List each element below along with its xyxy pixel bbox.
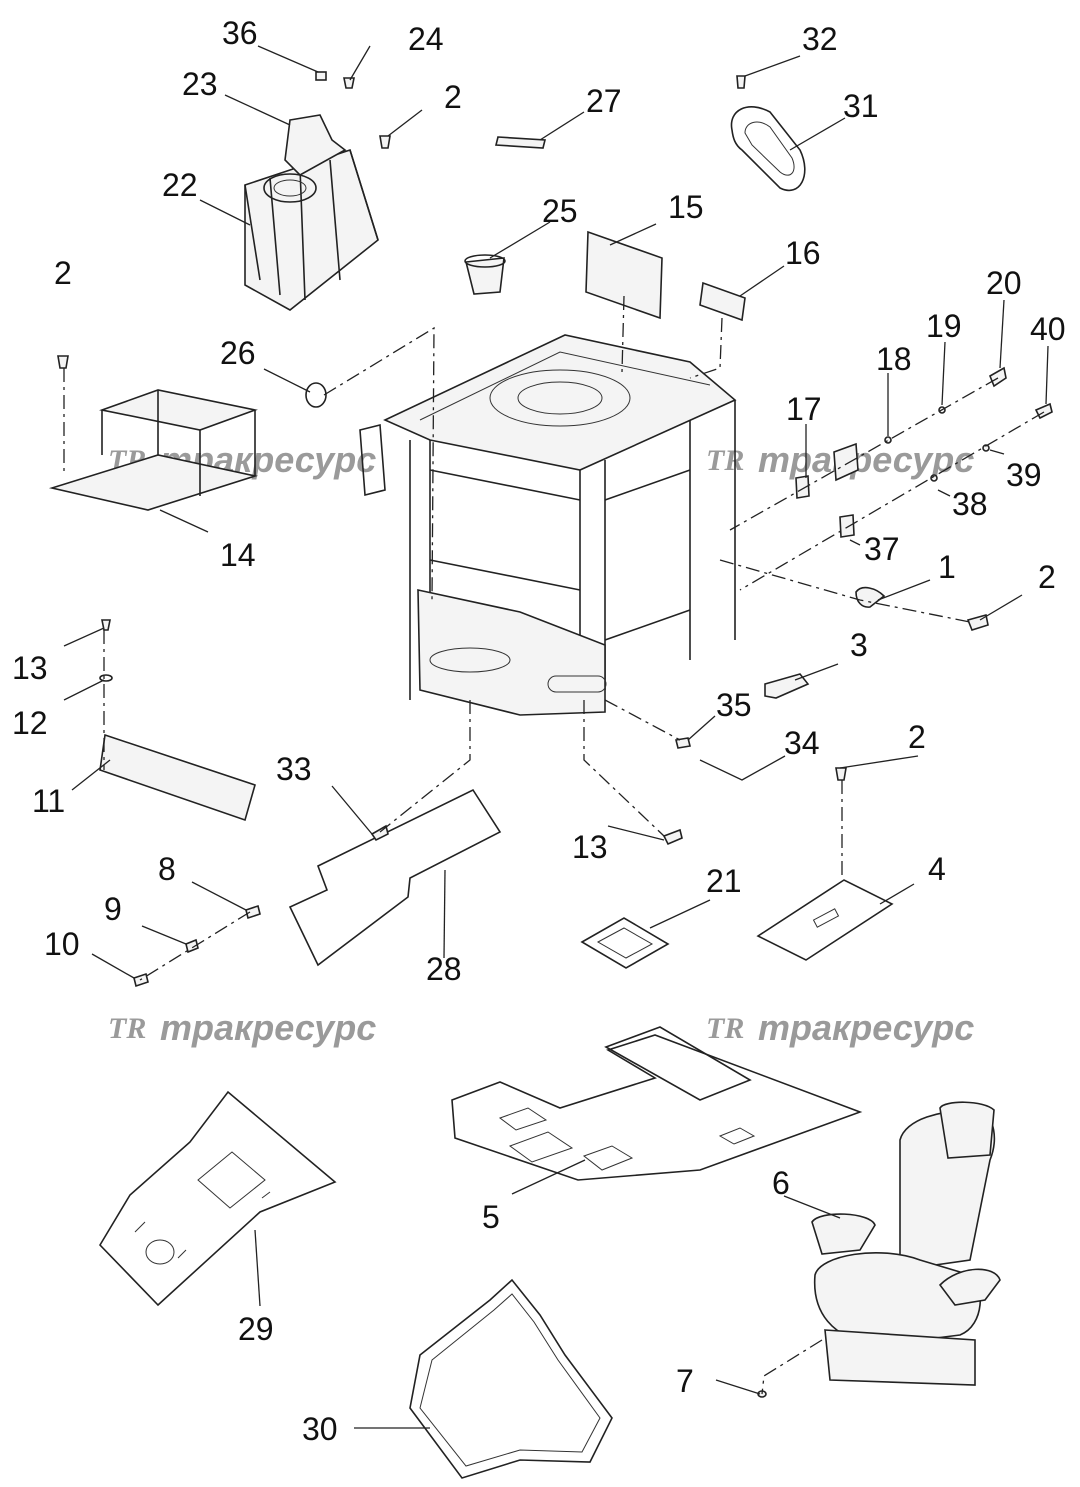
callout-31: 31 — [843, 88, 879, 124]
callout-labels: 36 24 23 2 22 27 32 31 25 15 16 26 20 19… — [12, 15, 1066, 1447]
callout-2-d: 2 — [908, 719, 926, 755]
callout-1: 1 — [938, 549, 956, 585]
callout-13-a: 13 — [12, 650, 48, 686]
callout-38: 38 — [952, 486, 988, 522]
callout-24: 24 — [408, 21, 444, 57]
oval-gasket-part — [730, 106, 806, 191]
callout-11: 11 — [32, 783, 65, 819]
svg-text:тракресурс: тракресурс — [758, 439, 974, 480]
watermark-top-right: TR тракресурс — [706, 439, 974, 480]
callout-14: 14 — [220, 537, 256, 573]
callout-18: 18 — [876, 341, 912, 377]
gasket-21-part — [580, 917, 670, 969]
callout-36: 36 — [222, 15, 258, 51]
callout-5: 5 — [482, 1199, 500, 1235]
svg-text:тракресурс: тракресурс — [160, 1007, 376, 1048]
plate-small-part — [795, 475, 810, 499]
leader-lines — [63, 45, 1049, 1429]
callout-33: 33 — [276, 751, 312, 787]
panel-16-part — [699, 281, 746, 322]
watermark-mid-left: TR тракресурс — [108, 1007, 376, 1048]
plate-37-part — [839, 514, 855, 538]
panel-15-part — [585, 230, 663, 320]
cab-assembly-part — [359, 334, 737, 716]
callout-12: 12 — [12, 705, 48, 741]
callout-10: 10 — [44, 926, 80, 962]
latch-17-part — [833, 442, 859, 482]
latch-3-part — [764, 673, 810, 699]
callout-28: 28 — [426, 951, 462, 987]
callout-35: 35 — [716, 687, 752, 723]
callout-17: 17 — [786, 391, 822, 427]
callout-6: 6 — [772, 1165, 790, 1201]
svg-text:TR: TR — [706, 444, 744, 477]
callout-37: 37 — [864, 531, 900, 567]
panel-29-part — [98, 1090, 337, 1307]
callout-29: 29 — [238, 1311, 274, 1347]
callout-4: 4 — [928, 851, 946, 887]
callout-19: 19 — [926, 308, 962, 344]
callout-39: 39 — [1006, 457, 1042, 493]
callout-34: 34 — [784, 725, 820, 761]
callout-27: 27 — [586, 83, 622, 119]
assembly-axes — [63, 295, 1045, 1395]
callout-22: 22 — [162, 167, 198, 203]
callout-3: 3 — [850, 627, 868, 663]
callout-32: 32 — [802, 21, 838, 57]
floor-mat-5-part — [451, 1026, 863, 1181]
callout-16: 16 — [785, 235, 821, 271]
callout-25: 25 — [542, 193, 578, 229]
cup-part — [464, 254, 506, 295]
handle-1-part — [855, 586, 886, 608]
console-housing-part — [244, 114, 379, 311]
svg-text:тракресурс: тракресурс — [758, 1007, 974, 1048]
callout-2-c: 2 — [1038, 559, 1056, 595]
callout-8: 8 — [158, 851, 176, 887]
callout-15: 15 — [668, 189, 704, 225]
callout-2-b: 2 — [54, 255, 72, 291]
callout-13-b: 13 — [572, 829, 608, 865]
svg-text:TR: TR — [108, 1012, 146, 1045]
callout-23: 23 — [182, 66, 218, 102]
bracket-box-part — [48, 389, 259, 511]
strip-part — [494, 136, 547, 149]
callout-7: 7 — [676, 1363, 694, 1399]
callout-30: 30 — [302, 1411, 338, 1447]
ring-26-part — [305, 382, 327, 408]
callout-40: 40 — [1030, 311, 1066, 347]
frame-30-part — [409, 1278, 613, 1479]
mat-28-part — [288, 788, 502, 967]
callout-21: 21 — [706, 863, 742, 899]
callout-20: 20 — [986, 265, 1022, 301]
plate-4-part — [756, 879, 894, 961]
seat-6-part — [811, 1101, 1001, 1386]
rail-11-part — [99, 733, 256, 822]
watermark-mid-right: TR тракресурс — [706, 1007, 974, 1048]
svg-text:TR: TR — [706, 1012, 744, 1045]
callout-2-a: 2 — [444, 79, 462, 115]
callout-26: 26 — [220, 335, 256, 371]
callout-9: 9 — [104, 891, 122, 927]
